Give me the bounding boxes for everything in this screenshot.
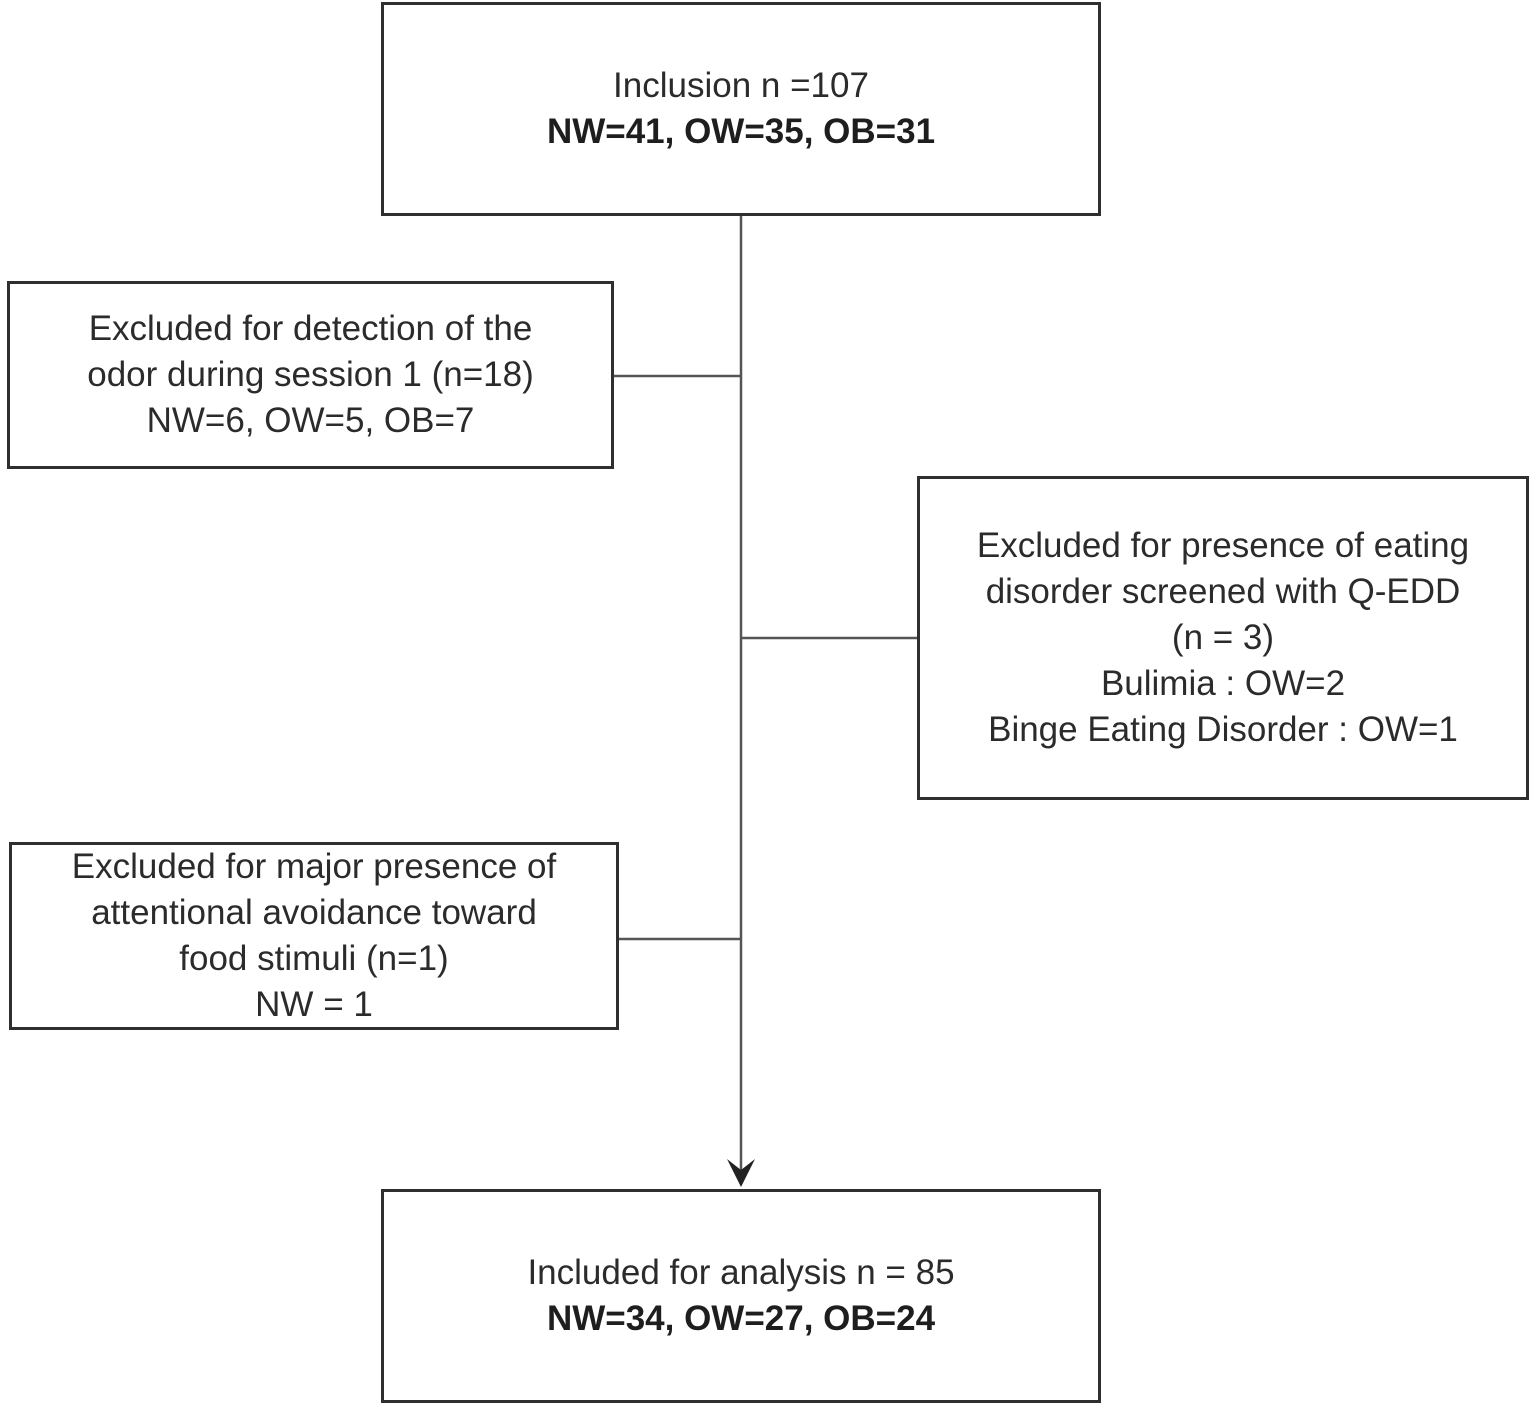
excluded-attn-groups: NW = 1 xyxy=(255,985,373,1024)
excluded-attention-box: Excluded for major presence of attention… xyxy=(9,842,619,1030)
excluded-odor-line-1: Excluded for detection of the xyxy=(88,309,533,348)
excluded-eating-disorder-box: Excluded for presence of eating disorder… xyxy=(917,476,1529,800)
excluded-odor-box: Excluded for detection of the odor durin… xyxy=(7,281,614,469)
excluded-attn-line-1: Excluded for major presence of xyxy=(71,847,557,886)
excluded-ed-line-2: disorder screened with Q-EDD xyxy=(985,572,1461,611)
included-groups: NW=34, OW=27, OB=24 xyxy=(546,1299,936,1338)
inclusion-box: Inclusion n =107 NW=41, OW=35, OB=31 xyxy=(381,2,1101,216)
inclusion-count: Inclusion n =107 xyxy=(613,66,869,105)
excluded-ed-binge: Binge Eating Disorder : OW=1 xyxy=(988,710,1458,749)
included-count: Included for analysis n = 85 xyxy=(527,1253,955,1292)
arrowhead-icon xyxy=(727,1159,755,1187)
excluded-odor-groups: NW=6, OW=5, OB=7 xyxy=(146,401,475,440)
included-box: Included for analysis n = 85 NW=34, OW=2… xyxy=(381,1189,1101,1403)
excluded-odor-line-2: odor during session 1 (n=18) xyxy=(87,355,534,394)
excluded-attn-line-3: food stimuli (n=1) xyxy=(179,939,449,978)
excluded-ed-count: (n = 3) xyxy=(1171,618,1275,657)
inclusion-groups: NW=41, OW=35, OB=31 xyxy=(546,112,936,151)
excluded-attn-line-2: attentional avoidance toward xyxy=(91,893,537,932)
excluded-ed-bulimia: Bulimia : OW=2 xyxy=(1100,664,1346,703)
excluded-ed-line-1: Excluded for presence of eating xyxy=(976,526,1470,565)
